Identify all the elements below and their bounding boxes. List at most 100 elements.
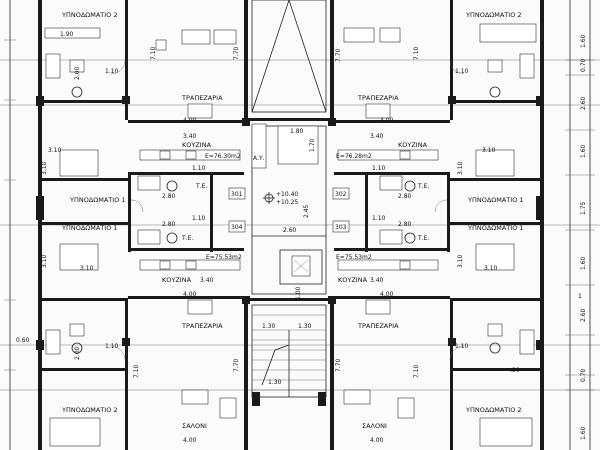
level-top: +10.40 [276,191,298,198]
elevator-shaft-top [251,0,327,113]
label-bedroom2-ur: ΥΠΝΟΔΩΜΑΤΙΟ 2 [465,11,522,19]
label-kitchen-ur: ΚΟΥΖΙΝΑ [398,141,428,149]
area-ll: E=75.53m2 [206,254,242,261]
dim-ll-060: 0.60 [16,337,30,344]
label-te-lr: Τ.Ε. [417,235,429,242]
dim-lr-90: .90 [510,367,520,374]
dim-ur-310-v: 3.10 [457,161,464,175]
label-te-ll: Τ.Ε. [181,235,193,242]
label-dining-lr: ΤΡΑΠΕΖΑΡΙΑ [357,322,399,330]
dim-ur-710: 7.10 [413,46,420,60]
dim-ur-110-wet: 1.10 [372,165,386,172]
area-ur: E=76.28m2 [336,153,372,160]
label-dining-ll: ΤΡΑΠΕΖΑΡΙΑ [181,322,223,330]
unit-301: 301 [231,191,243,198]
label-bedroom1-ll: ΥΠΝΟΔΩΜΑΤΙΟ 1 [61,224,118,232]
dim-ul-110-wet: 1.10 [192,165,206,172]
area-lr: E=75.53m2 [336,254,372,261]
dim-ul-340: 3.40 [183,133,197,140]
dim-ul-310-h: 3.10 [48,147,62,154]
dim-ll-110: 1.10 [105,343,119,350]
dim-ul-110: 1.10 [105,68,119,75]
dim-lr-770: 7.70 [335,358,342,372]
dim-right-260-top: 2.60 [580,96,587,110]
apartment-lower-right: ΥΠΝΟΔΩΜΑΤΙΟ 1 2.80 Τ.Ε. 1.10 3.10 3.10 E… [335,215,535,447]
dim-ur-310-h: 3.10 [482,147,496,154]
right-dimension-strip: 1.60 0.70 2.60 1.60 1.75 1.60 1 2.60 0.7… [565,0,595,450]
dim-right-175: 1.75 [580,201,587,215]
dim-lobby-260: 2.60 [283,227,297,234]
dim-right-070-bottom: 0.70 [580,368,587,382]
dim-ur-400: 4.00 [380,117,394,124]
label-kitchen-ul: ΚΟΥΖΙΝΑ [182,141,212,149]
dim-lr-310-h: 3.10 [484,265,498,272]
unit-304: 304 [231,224,243,231]
dim-ll-770: 7.70 [233,358,240,372]
dim-right-160-bottom: 1.60 [580,426,587,440]
dim-ll-310-v: 3.10 [41,254,48,268]
apartment-upper-right: ΥΠΝΟΔΩΜΑΤΙΟ 2 7.70 7.10 1.10 ΤΡΑΠΕΖΑΡΙΑ … [335,11,537,204]
dim-ur-770: 7.70 [335,48,342,62]
dim-lr-280: 2.80 [398,221,412,228]
dim-lr-400: 4.00 [380,291,394,298]
dim-ul-190: 1.90 [60,31,74,38]
label-bedroom2-ll: ΥΠΝΟΔΩΜΑΤΙΟ 2 [61,406,118,414]
dim-ll-200: 2.00 [74,346,81,360]
dim-right-070-top: 0.70 [580,58,587,72]
unit-302: 302 [335,191,347,198]
dim-lobby-180: 1.80 [290,128,304,135]
dim-lobby-245: 2.45 [303,204,310,218]
label-living-ll: ΣΑΛΟΝΙ [182,422,207,430]
dim-lr-110-wet: 1.10 [372,215,386,222]
dim-right-260-bottom: 2.60 [580,308,587,322]
label-ay: Α.Υ. [253,155,265,162]
label-bedroom1-ur: ΥΠΝΟΔΩΜΑΤΙΟ 1 [467,196,524,204]
label-te-ur: Τ.Ε. [417,183,429,190]
dim-ur-110: 1.10 [455,68,469,75]
dim-right-1: 1 [578,293,582,300]
apartment-upper-left: ΥΠΝΟΔΩΜΑΤΙΟ 2 1.90 2.00 1.10 7.10 7.70 Τ… [41,11,241,204]
dim-lr-340: 3.40 [370,277,384,284]
central-lobby: Α.Υ. 1.80 1.70 +10.40 +10.25 2.45 2.60 3… [228,123,350,295]
dim-ll-310-h: 3.10 [80,265,94,272]
dim-ul-710: 7.10 [150,46,157,60]
dim-ul-400: 4.00 [183,117,197,124]
apartment-lower-left: ΥΠΝΟΔΩΜΑΤΙΟ 1 2.80 Τ.Ε. 1.10 3.10 3.10 E… [16,215,242,447]
unit-303: 303 [335,224,347,231]
dim-ul-770: 7.70 [233,46,240,60]
dim-lr-110: 1.10 [455,343,469,350]
area-ul: E=76.30m2 [205,153,241,160]
label-kitchen-ll: ΚΟΥΖΙΝΑ [162,276,192,284]
label-kitchen-lr: ΚΟΥΖΙΝΑ [338,276,368,284]
dim-ll-400: 4.00 [183,291,197,298]
dim-ur-280: 2.80 [398,193,412,200]
staircase: 1.30 1.30 1.30 1.00 [251,286,327,398]
level-bottom: +10.25 [276,199,298,206]
dim-lr-310-v: 3.10 [457,254,464,268]
dim-lr-400-bottom: 4.00 [370,437,384,444]
dim-stair-130-right: 1.30 [298,323,312,330]
dim-ur-340: 3.40 [370,133,384,140]
dim-stair-130-lower: 1.30 [268,379,282,386]
label-dining-ur: ΤΡΑΠΕΖΑΡΙΑ [357,94,399,102]
dim-right-160-top: 1.60 [580,34,587,48]
dim-stair-100: 1.00 [295,286,302,300]
dim-ll-340: 3.40 [200,277,214,284]
label-living-lr: ΣΑΛΟΝΙ [362,422,387,430]
dim-ul-310-v: 3.10 [41,161,48,175]
dim-stair-130-left: 1.30 [262,323,276,330]
dim-ll-110-wet: 1.10 [192,215,206,222]
dim-lobby-170: 1.70 [309,138,316,152]
dim-ul-200: 2.00 [74,66,81,80]
label-bedroom2-lr: ΥΠΝΟΔΩΜΑΤΙΟ 2 [465,406,522,414]
walls [36,0,544,450]
label-dining-ul: ΤΡΑΠΕΖΑΡΙΑ [181,94,223,102]
dim-ul-280: 2.80 [162,193,176,200]
label-bedroom2-ul: ΥΠΝΟΔΩΜΑΤΙΟ 2 [61,11,118,19]
label-bedroom1-lr: ΥΠΝΟΔΩΜΑΤΙΟ 1 [467,224,524,232]
dim-right-160-mid2: 1.60 [580,256,587,270]
dim-lr-710: 7.10 [413,364,420,378]
dim-ll-710: 7.10 [133,364,140,378]
door-swings [110,59,465,361]
